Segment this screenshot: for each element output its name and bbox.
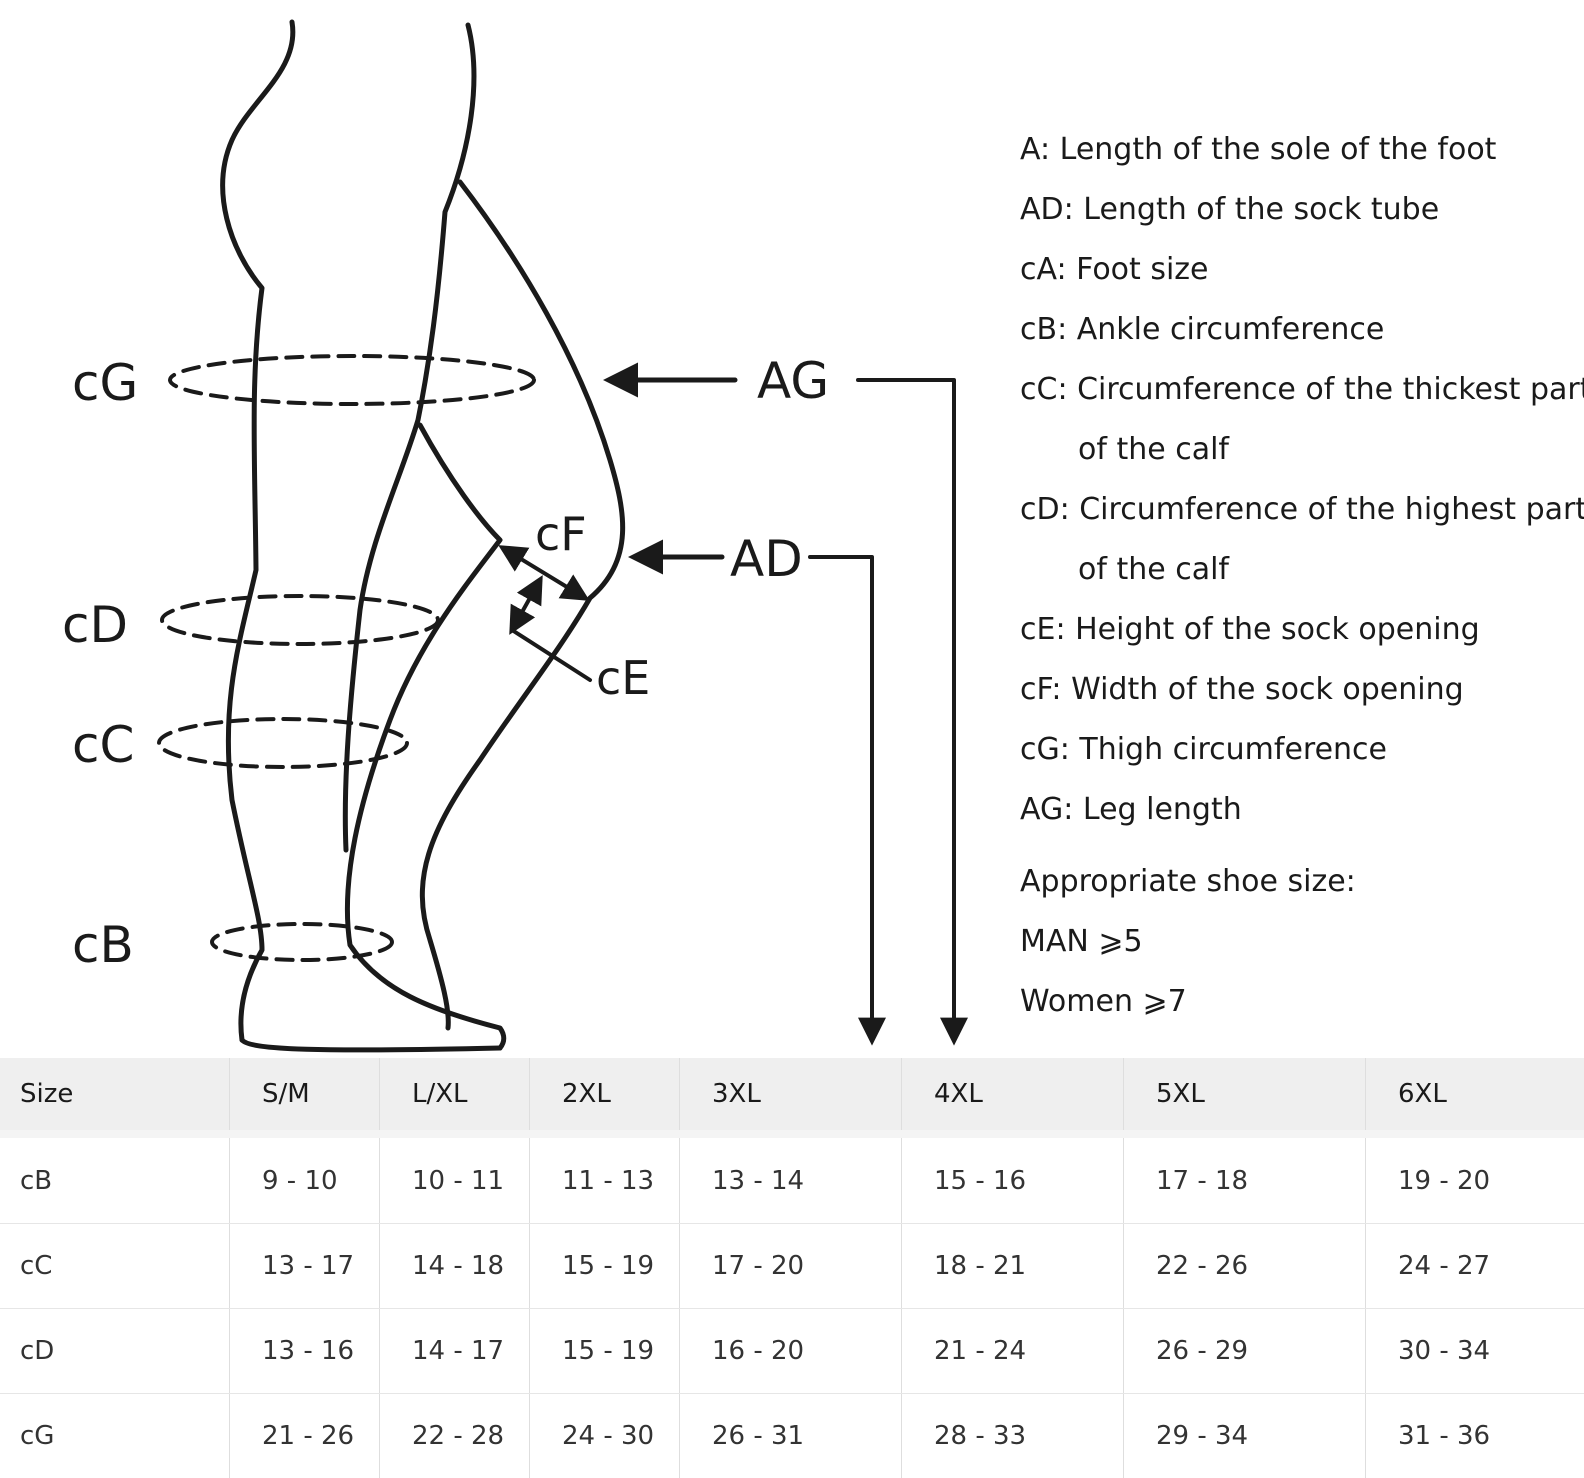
table-cell: 15 - 19 [530,1224,680,1308]
table-cell: 22 - 28 [380,1394,530,1478]
table-cell: 31 - 36 [1398,1421,1491,1451]
legend-item-ce: cE: Height of the sock opening [1020,612,1480,647]
legend-item-ag: AG: Leg length [1020,792,1242,827]
table-row: cD 13 - 16 14 - 17 15 - 19 16 - 20 21 - … [0,1308,1584,1393]
row-label-cell: cD [0,1309,230,1393]
ad-drop-line [808,555,886,1046]
legend-item-cd: cD: Circumference of the highest part [1020,492,1584,527]
table-cell: 16 - 20 [680,1309,902,1393]
label-cf: cF [535,507,587,561]
table-cell: 26 - 31 [680,1394,902,1478]
table-cell: 19 - 20 [1398,1165,1491,1196]
table-row: cB 9 - 10 10 - 11 11 - 13 13 - 14 15 - 1… [0,1130,1584,1223]
legend-item-cg: cG: Thigh circumference [1020,732,1388,767]
header-cell: 3XL [680,1058,902,1130]
legend-item-cc: cC: Circumference of the thickest part [1020,372,1584,407]
row-label-cell: cG [0,1394,230,1478]
table-cell: 24 - 30 [530,1394,680,1478]
table-cell: 13 - 14 [680,1138,902,1223]
table-cell: 26 - 29 [1124,1309,1366,1393]
legend-item-ad: AD: Length of the sock tube [1020,192,1440,227]
label-cg: cG [72,354,138,412]
table-cell: 21 - 26 [230,1394,380,1478]
table-cell: 18 - 21 [902,1224,1124,1308]
table-row: cG 21 - 26 22 - 28 24 - 30 26 - 31 28 - … [0,1393,1584,1478]
table-cell: 22 - 26 [1124,1224,1366,1308]
legend-item-a: A: Length of the sole of the foot [1020,132,1497,167]
cd-measure-ring [160,594,440,646]
table-cell: 13 - 17 [230,1224,380,1308]
legend-item-cf: cF: Width of the sock opening [1020,672,1464,707]
table-cell: 10 - 11 [380,1138,530,1223]
legend-item-cc-continued: of the calf [1078,432,1229,467]
header-cell: S/M [230,1058,380,1130]
label-cd: cD [62,596,128,654]
header-cell: 4XL [902,1058,1124,1130]
shoe-size-man: MAN ⩾5 [1020,924,1143,959]
shoe-size-women: Women ⩾7 [1020,984,1187,1019]
cb-measure-ring [210,922,394,962]
legend-item-cd-continued: of the calf [1078,552,1229,587]
header-cell: 6XL [1398,1079,1447,1109]
header-cell: Size [0,1058,230,1130]
header-cell: 2XL [530,1058,680,1130]
table-cell: 9 - 10 [230,1138,380,1223]
table-cell: 14 - 18 [380,1224,530,1308]
ce-leader-line [510,628,592,682]
table-cell: 24 - 27 [1398,1251,1491,1281]
calf-outline [344,422,507,1051]
table-cell: 14 - 17 [380,1309,530,1393]
cf-arrow [498,545,590,601]
label-ce: cE [596,651,650,705]
table-cell: 11 - 13 [530,1138,680,1223]
table-cell: 15 - 16 [902,1138,1124,1223]
cg-measure-ring [168,354,536,406]
table-row: cC 13 - 17 14 - 18 15 - 19 17 - 20 18 - … [0,1223,1584,1308]
table-cell: 15 - 19 [530,1309,680,1393]
front-leg-outline [342,22,477,853]
legend-item-ca: cA: Foot size [1020,252,1209,287]
measurement-legend: A: Length of the sole of the foot AD: Le… [1020,128,1584,1040]
table-cell: 28 - 33 [902,1394,1124,1478]
label-ag: AG [757,352,829,410]
header-cell: L/XL [380,1058,530,1130]
row-label-cell: cC [0,1224,230,1308]
knee-outline [419,179,626,1031]
cc-measure-ring [157,717,409,769]
table-header-row: Size S/M L/XL 2XL 3XL 4XL 5XL 6XL [0,1058,1584,1130]
legend-item-cb: cB: Ankle circumference [1020,312,1385,347]
foot-outline [239,1037,503,1053]
ag-drop-line [856,378,968,1046]
table-cell: 21 - 24 [902,1309,1124,1393]
table-cell: 17 - 20 [680,1224,902,1308]
table-cell: 29 - 34 [1124,1394,1366,1478]
table-cell: 30 - 34 [1398,1336,1491,1366]
table-cell: 17 - 18 [1124,1138,1366,1223]
size-table: Size S/M L/XL 2XL 3XL 4XL 5XL 6XL cB 9 -… [0,1058,1584,1478]
row-label-cell: cB [0,1138,230,1223]
ce-arrow [509,575,543,635]
label-ad: AD [730,530,803,588]
label-cc: cC [72,716,134,774]
table-cell: 13 - 16 [230,1309,380,1393]
header-cell: 5XL [1124,1058,1366,1130]
shoe-size-title: Appropriate shoe size: [1020,864,1356,899]
label-cb: cB [72,916,134,974]
leg-measurement-diagram: cG cD cC cB cF cE AG AD [62,19,968,1053]
back-leg-outline [220,19,296,1043]
